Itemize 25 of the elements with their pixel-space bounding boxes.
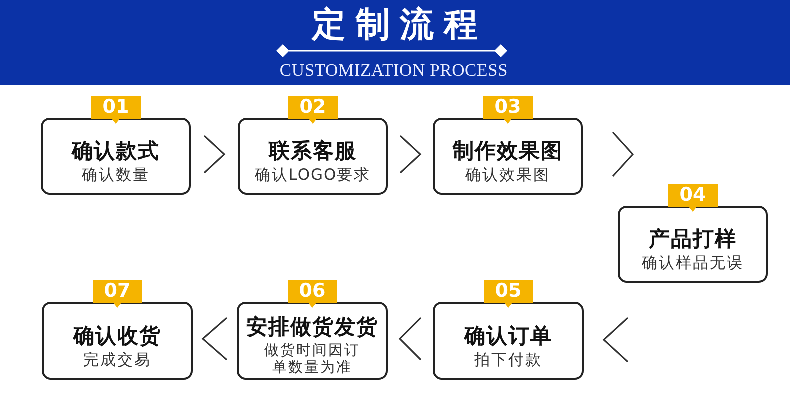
process-box [238,118,388,195]
step-title: 安排做货发货 [246,315,378,340]
process-box [433,118,583,195]
process-box [41,118,191,195]
process-box [618,206,768,283]
step-description: 确认数量 [82,167,150,184]
step-title: 产品打样 [649,227,737,252]
title: 定制流程 [310,4,488,46]
step-description: 做货时间因订单数量为准 [264,343,362,377]
step-title: 确认订单 [464,324,552,348]
step-title: 制作效果图 [453,139,563,164]
step-description: 确认效果图 [466,167,550,184]
step-title: 确认收货 [74,324,162,348]
process-box [433,302,584,380]
subtitle: CUSTOMIZATION PROCESS [280,60,508,80]
process-box [42,302,193,380]
step-description: 确认LOGO要求 [254,167,372,184]
step-description: 确认样品无误 [642,255,744,272]
step-title: 确认款式 [72,139,160,164]
process-box [237,302,388,380]
chevron-arrow [204,135,226,174]
step-description: 拍下付款 [474,352,542,368]
step-description: 完成交易 [84,352,152,368]
chevron-arrow [400,135,422,174]
step-title: 联系客服 [269,139,357,164]
